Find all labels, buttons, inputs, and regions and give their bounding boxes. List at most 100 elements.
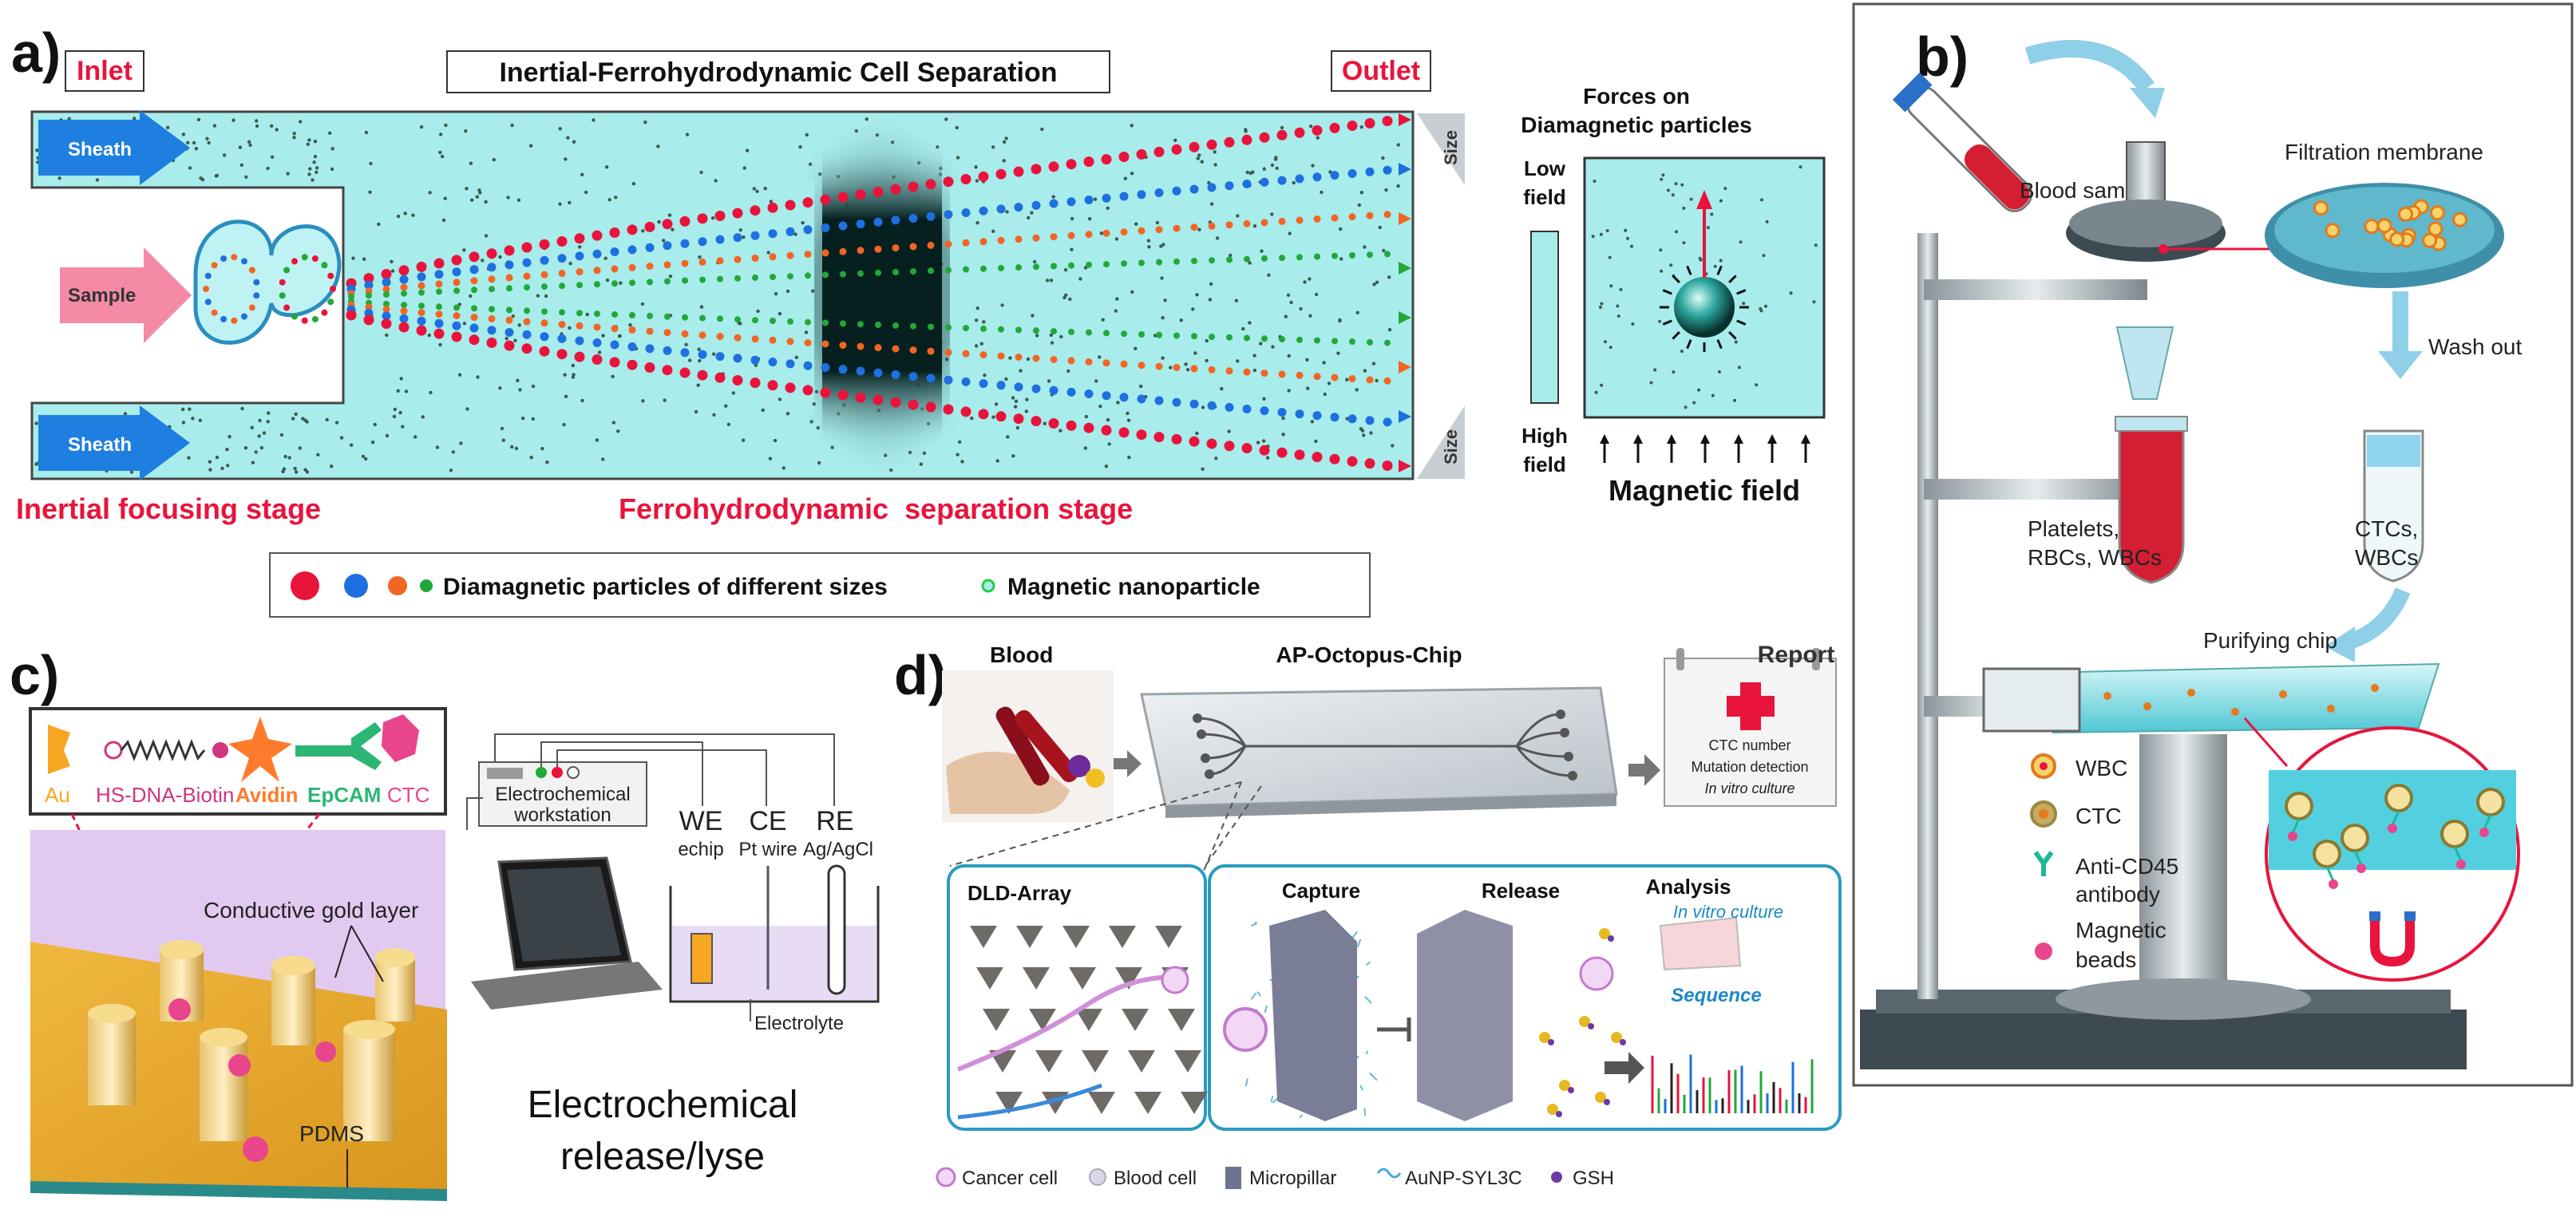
diamagnetic-particle (945, 267, 952, 274)
diamagnetic-particle (1015, 264, 1022, 271)
nanoparticle-dot (313, 140, 318, 144)
diamagnetic-particle (1068, 262, 1074, 269)
inset-dot (1789, 291, 1793, 295)
diamagnetic-particle (733, 233, 742, 243)
loop-particle (241, 313, 247, 320)
re-terminal-icon (567, 766, 580, 779)
diamagnetic-particle (802, 197, 813, 208)
force-spike (1736, 319, 1747, 326)
diamagnetic-particle (1384, 339, 1391, 346)
avidin-label: Avidin (235, 783, 298, 807)
nanoparticle-dot (1355, 310, 1359, 314)
outlet-port (1556, 709, 1565, 719)
dld-micropillar-icon (1174, 1050, 1201, 1073)
diamagnetic-particle (821, 249, 829, 257)
nanoparticle-dot (1134, 222, 1138, 226)
nanoparticle-dot (688, 358, 692, 362)
diamagnetic-particle (556, 349, 568, 360)
nanoparticle-dot (657, 219, 661, 224)
diamagnetic-particle (504, 340, 515, 351)
nanoparticle-dot (214, 174, 218, 178)
diamagnetic-particle (768, 229, 778, 239)
loop-particle (321, 309, 328, 316)
chip-holder (1982, 667, 2081, 733)
diamagnetic-particle (1349, 338, 1355, 346)
inset-dot (1760, 198, 1763, 202)
nanoparticle-dot (1006, 435, 1010, 439)
diamagnetic-particle (908, 372, 918, 381)
diamagnetic-particle (962, 239, 970, 247)
legend-b-label: beads (2075, 947, 2136, 972)
diamagnetic-particle (839, 342, 847, 350)
sheath-top-arrow (38, 110, 190, 185)
inset-dot (1733, 398, 1736, 402)
nanoparticle-dot (1184, 362, 1188, 366)
diamagnetic-particle (682, 314, 688, 321)
nanoparticle-dot (294, 470, 299, 474)
inset-dot (1619, 287, 1623, 291)
diamagnetic-particle (592, 354, 603, 365)
diamagnetic-particle (574, 233, 585, 244)
diamagnetic-particle (506, 285, 512, 292)
nanoparticle-dot (1286, 293, 1291, 297)
nanoparticle-dot (1357, 203, 1362, 207)
diamagnetic-particle (662, 365, 673, 376)
capture-zoom-line (1205, 785, 1262, 867)
nanoparticle-dot (240, 406, 244, 411)
zoom-cell (2313, 840, 2341, 868)
diamagnetic-particle (469, 251, 480, 263)
diamagnetic-particle (1208, 222, 1216, 230)
nanoparticle-dot (605, 278, 610, 283)
diamagnetic-particle (629, 279, 635, 286)
sheath-bottom-label: Sheath (68, 434, 132, 456)
diamagnetic-particle (1366, 211, 1374, 219)
nanoparticle-dot (955, 125, 960, 130)
nanoparticle-dot (1063, 268, 1068, 272)
nanoparticle-dot (572, 140, 576, 144)
diamagnetic-particle (1190, 223, 1198, 231)
diamagnetic-particle (488, 314, 496, 322)
diamagnetic-particle (770, 274, 776, 281)
diamagnetic-particle (962, 350, 970, 358)
diamagnetic-particle (715, 235, 725, 244)
diamagnetic-particle (770, 318, 776, 324)
diamagnetic-particle (978, 171, 989, 182)
diamagnetic-particle (892, 244, 900, 252)
diamagnetic-particle (1138, 259, 1145, 267)
nanoparticle-dot (1101, 318, 1105, 322)
outlet-port (1564, 752, 1573, 761)
diamagnetic-particle (840, 320, 846, 327)
dld-micropillar-icon (1016, 926, 1043, 948)
diamagnetic-particle (1083, 422, 1094, 433)
diamagnetic-particle (1313, 215, 1321, 223)
nanoparticle-dot (330, 147, 334, 151)
filter-funnel (2115, 326, 2174, 400)
diamagnetic-particle (925, 401, 936, 413)
aunp-strand (1365, 1050, 1369, 1055)
nanoparticle-dot (181, 421, 186, 425)
nanoparticle-dot (181, 132, 186, 136)
diamagnetic-particle (540, 319, 548, 327)
nanoparticle-dot (597, 350, 602, 354)
diamagnetic-particle (961, 377, 971, 386)
diamagnetic-particle (1121, 330, 1127, 338)
ce-terminal-icon (552, 767, 563, 778)
nanoparticle-dot (286, 172, 290, 176)
nanoparticle-dot (1104, 464, 1109, 468)
diamagnetic-particle (857, 247, 865, 255)
nanoparticle-dot (958, 440, 962, 444)
diamagnetic-particle (1279, 255, 1285, 262)
nanoparticle-dot (956, 452, 960, 456)
nanoparticle-dot (1088, 217, 1092, 221)
inset-dot (1699, 258, 1703, 262)
dna-spring-icon (120, 738, 206, 762)
diamagnetic-particle (979, 206, 988, 215)
diamagnetic-particle (699, 314, 706, 322)
nanoparticle-dot (1195, 431, 1199, 436)
nanoparticle-dot (287, 456, 291, 460)
diamagnetic-particle (873, 394, 884, 405)
nanoparticle-dot (1008, 356, 1012, 360)
nanoparticle-dot (975, 179, 979, 183)
nanoparticle-dot (1098, 405, 1102, 409)
diamagnetic-particle (943, 404, 954, 415)
